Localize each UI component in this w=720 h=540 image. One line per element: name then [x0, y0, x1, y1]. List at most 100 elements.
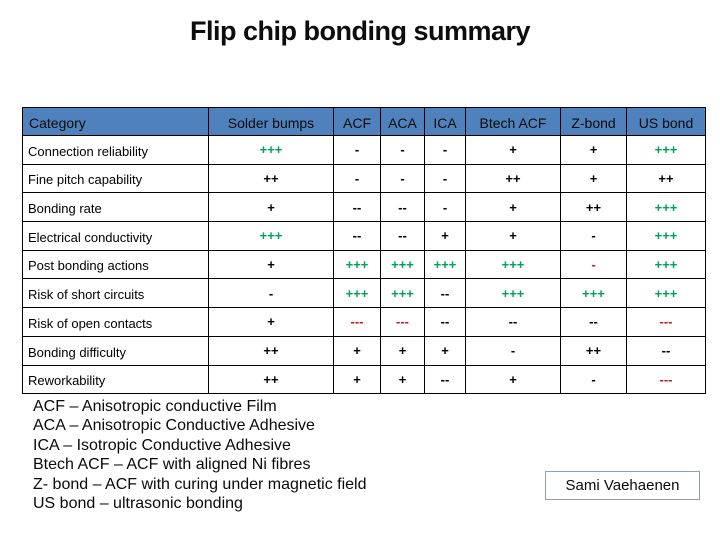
table-row: Bonding difficulty+++++-++--	[22, 335, 706, 366]
table-row: Risk of short circuits-++++++--+++++++++	[22, 278, 706, 309]
rating-cell: +	[465, 192, 561, 223]
column-header-ica: ICA	[424, 107, 466, 136]
slide-title: Flip chip bonding summary	[189, 16, 531, 46]
author-name: Sami Vaehaenen	[565, 477, 680, 494]
rating-cell: --	[424, 278, 466, 309]
rating-cell: --	[380, 192, 425, 223]
rating-cell: -	[380, 163, 425, 194]
rating-cell: +++	[560, 278, 627, 309]
rating-cell: ++	[465, 163, 561, 194]
rating-cell: -	[333, 135, 381, 165]
rating-cell: --	[626, 335, 706, 366]
rating-cell: +	[380, 335, 425, 366]
rating-cell: ++	[560, 192, 627, 223]
rating-cell: ---	[626, 307, 706, 337]
rating-cell: -	[424, 192, 466, 223]
table-row: Electrical conductivity+++----++-+++	[22, 221, 706, 251]
category-cell: Electrical conductivity	[22, 221, 209, 251]
rating-cell: ++	[208, 364, 334, 395]
footnote-line: ACF – Anisotropic conductive Film	[33, 398, 277, 415]
column-header-btech-acf: Btech ACF	[465, 107, 561, 136]
category-cell: Bonding rate	[22, 192, 209, 223]
rating-cell: +++	[380, 278, 425, 309]
rating-cell: +++	[626, 221, 706, 251]
category-cell: Post bonding actions	[22, 249, 209, 280]
rating-cell: +	[208, 307, 334, 337]
rating-cell: --	[380, 221, 425, 251]
column-header-us-bond: US bond	[626, 107, 706, 136]
rating-cell: +	[208, 192, 334, 223]
rating-cell: +	[424, 221, 466, 251]
rating-cell: -	[424, 135, 466, 165]
rating-cell: --	[424, 364, 466, 395]
rating-cell: --	[560, 307, 627, 337]
rating-cell: +	[465, 364, 561, 395]
rating-cell: -	[333, 163, 381, 194]
rating-cell: +	[208, 249, 334, 280]
rating-cell: +++	[626, 192, 706, 223]
rating-cell: +++	[626, 135, 706, 165]
footnote-line: ACA – Anisotropic Conductive Adhesive	[33, 417, 315, 435]
table-row: Post bonding actions+++++++++++++-+++	[22, 249, 706, 280]
rating-cell: +++	[333, 249, 381, 280]
rating-cell: ---	[380, 307, 425, 337]
rating-cell: -	[208, 278, 334, 309]
category-cell: Bonding difficulty	[22, 335, 209, 366]
category-cell: Fine pitch capability	[22, 163, 209, 194]
table-body: Connection reliability+++---+++++Fine pi…	[22, 135, 706, 395]
rating-cell: ++	[626, 163, 706, 194]
column-header-acf: ACF	[333, 107, 381, 136]
rating-cell: --	[333, 192, 381, 223]
rating-cell: ---	[626, 364, 706, 395]
column-header-category: Category	[22, 107, 209, 136]
rating-cell: +++	[424, 249, 466, 280]
category-cell: Connection reliability	[22, 135, 209, 165]
column-header-aca: ACA	[380, 107, 425, 136]
rating-cell: +++	[465, 249, 561, 280]
rating-cell: +++	[626, 249, 706, 280]
rating-cell: +	[560, 135, 627, 165]
category-cell: Risk of open contacts	[22, 307, 209, 337]
table-row: Risk of open contacts+---------------	[22, 307, 706, 337]
rating-cell: +	[333, 335, 381, 366]
rating-cell: ---	[333, 307, 381, 337]
rating-cell: --	[465, 307, 561, 337]
table-row: Connection reliability+++---+++++	[22, 135, 706, 165]
rating-cell: +++	[626, 278, 706, 309]
category-cell: Reworkability	[22, 364, 209, 395]
rating-cell: +	[424, 335, 466, 366]
author-box: Sami Vaehaenen	[545, 471, 700, 500]
rating-cell: +++	[333, 278, 381, 309]
footnote-line: ICA – Isotropic Conductive Adhesive	[33, 436, 291, 454]
rating-cell: ++	[560, 335, 627, 366]
footnote-line: US bond – ultrasonic bonding	[33, 495, 243, 513]
table-row: Reworkability++++--+----	[22, 364, 706, 395]
rating-cell: +++	[208, 135, 334, 165]
rating-cell: -	[560, 249, 627, 280]
rating-cell: +++	[465, 278, 561, 309]
rating-cell: -	[560, 364, 627, 395]
rating-cell: --	[424, 307, 466, 337]
rating-cell: -	[380, 135, 425, 165]
category-cell: Risk of short circuits	[22, 278, 209, 309]
column-header-solder-bumps: Solder bumps	[208, 107, 334, 136]
rating-cell: +++	[208, 221, 334, 251]
rating-cell: +	[560, 163, 627, 194]
rating-cell: -	[465, 335, 561, 366]
rating-cell: ++	[208, 335, 334, 366]
rating-cell: ++	[208, 163, 334, 194]
table-row: Bonding rate+-----++++++	[22, 192, 706, 223]
rating-cell: +	[333, 364, 381, 395]
column-header-z-bond: Z-bond	[560, 107, 627, 136]
rating-cell: +	[465, 135, 561, 165]
footnote-line: Btech ACF – ACF with aligned Ni fibres	[33, 456, 311, 474]
rating-cell: -	[424, 163, 466, 194]
rating-cell: +	[380, 364, 425, 395]
rating-cell: --	[333, 221, 381, 251]
rating-cell: +++	[380, 249, 425, 280]
rating-cell: -	[560, 221, 627, 251]
